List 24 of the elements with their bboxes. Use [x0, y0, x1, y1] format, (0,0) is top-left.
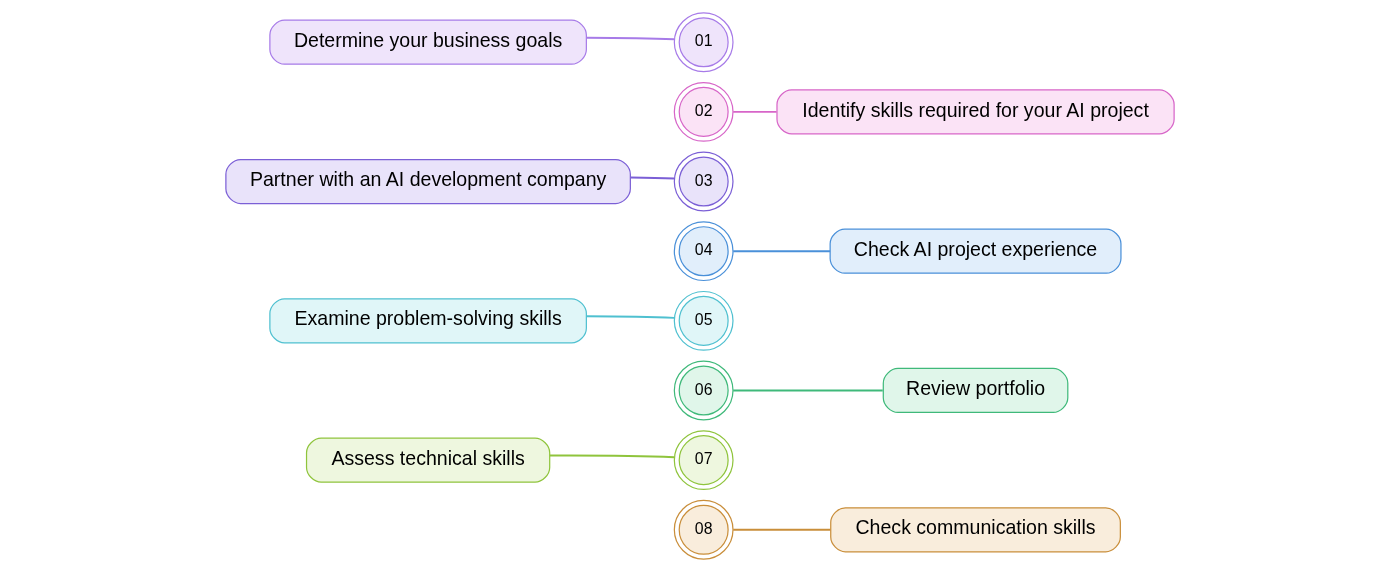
node-circle: 08 [673, 499, 734, 560]
node-box: Review portfolio [882, 367, 1069, 414]
node-circle: 06 [673, 360, 734, 421]
node-circle: 05 [673, 290, 734, 351]
connector [548, 454, 675, 459]
node-box: Determine your business goals [269, 19, 587, 65]
node-circle: 04 [673, 221, 734, 282]
node-circle: 03 [673, 151, 734, 212]
connector [732, 528, 832, 531]
connector [629, 176, 676, 180]
connector [732, 389, 884, 392]
node-box: Assess technical skills [305, 437, 551, 483]
node-box: Check communication skills [830, 507, 1121, 553]
connector [585, 315, 675, 319]
node-box: Partner with an AI development company [225, 158, 631, 205]
node-box: Identify skills required for your AI project [776, 89, 1175, 135]
node-circle: 02 [673, 81, 734, 142]
connector [732, 250, 832, 253]
connector [585, 36, 675, 41]
node-box: Examine problem-solving skills [269, 298, 587, 344]
node-circle: 07 [673, 430, 734, 491]
connector [732, 110, 778, 113]
node-circle: 01 [673, 12, 734, 73]
node-box: Check AI project experience [829, 228, 1122, 274]
